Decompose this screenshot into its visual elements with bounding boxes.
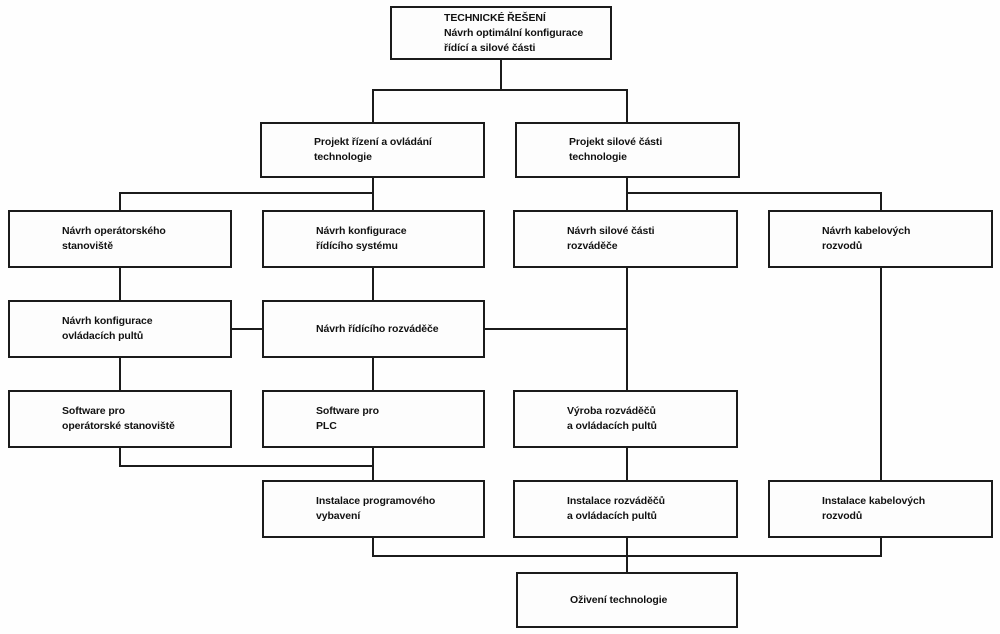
node-text-line: Oživení technologie: [570, 593, 668, 606]
node-vyroba-rozvadecu-a-ovladacich-pultu: Výroba rozváděčů a ovládacích pultů: [513, 390, 738, 448]
node-text-line: Instalace rozváděčů: [567, 495, 665, 507]
connector-line-v-2: [372, 90, 374, 122]
connector-line-v-3: [626, 90, 628, 122]
node-text-line: Návrh konfigurace: [62, 315, 153, 327]
node-text-line: Návrh operátorského: [62, 225, 166, 237]
node-text-line: Instalace kabelových: [822, 495, 926, 507]
connector-line-v-21: [626, 448, 628, 480]
node-navrh-kabelovych-rozvodu: Návrh kabelových rozvodů: [768, 210, 993, 268]
node-projekt-rizeni-a-ovladani: Projekt řízení a ovládání technologie: [260, 122, 485, 178]
node-navrh-operatorskeho-stanoviste: Návrh operátorského stanoviště: [8, 210, 232, 268]
connector-line-v-4: [372, 178, 374, 210]
connector-line-h-1: [372, 89, 628, 91]
node-text-line: řídící a silové části: [444, 41, 536, 54]
node-text-line: Projekt silové části: [569, 136, 663, 148]
node-instalace-programoveho-vybaveni: Instalace programového vybavení: [262, 480, 485, 538]
node-navrh-ridiciho-rozvadece: Návrh řídícího rozváděče: [262, 300, 485, 358]
node-text-line: Výroba rozváděčů: [567, 405, 656, 417]
connector-line-v-10: [119, 268, 121, 300]
node-text-line: rozvodů: [822, 510, 863, 522]
node-text-line: Návrh optimální konfigurace: [444, 26, 584, 39]
node-text-line: Projekt řízení a ovládání: [314, 136, 432, 148]
node-text-line: vybavení: [316, 510, 361, 522]
node-navrh-konfigurace-ovladacich-pultu: Návrh konfigurace ovládacích pultů: [8, 300, 232, 358]
node-text-line: Software pro: [62, 405, 125, 417]
connector-line-v-18: [119, 448, 121, 466]
connector-line-v-16: [119, 358, 121, 390]
connector-line-v-20: [372, 448, 374, 480]
connector-line-v-25: [880, 538, 882, 556]
node-instalace-rozvadecu-a-ovladacich-pultu: Instalace rozváděčů a ovládacích pultů: [513, 480, 738, 538]
node-text-line: a ovládacích pultů: [567, 420, 657, 432]
node-text-line: technologie: [569, 151, 627, 163]
node-text-line: Software pro: [316, 405, 379, 417]
node-text-line: stanoviště: [62, 240, 113, 252]
connector-line-h-19: [119, 465, 374, 467]
node-software-pro-operatorske-stanoviste: Software pro operátorské stanoviště: [8, 390, 232, 448]
connector-line-h-8: [626, 192, 882, 194]
connector-line-v-0: [500, 60, 502, 90]
node-text-line: Návrh silové části: [567, 225, 655, 237]
node-text-line: Návrh konfigurace: [316, 225, 407, 237]
node-navrh-silove-casti-rozvadece: Návrh silové části rozváděče: [513, 210, 738, 268]
connector-line-h-5: [119, 192, 374, 194]
connector-line-v-24: [626, 538, 628, 572]
node-text-line: Návrh kabelových: [822, 225, 911, 237]
connector-line-h-14: [231, 328, 263, 330]
node-text-line: rozváděče: [567, 240, 618, 252]
node-text-line: řídícího systému: [316, 240, 398, 252]
connector-line-v-7: [626, 178, 628, 210]
node-text-line: operátorské stanoviště: [62, 420, 175, 432]
connector-line-v-6: [119, 193, 121, 210]
node-instalace-kabelovych-rozvodu: Instalace kabelových rozvodů: [768, 480, 993, 538]
connector-line-v-13: [880, 268, 882, 480]
connector-line-v-9: [880, 193, 882, 210]
node-text-line: ovládacích pultů: [62, 330, 144, 342]
node-navrh-konfigurace-ridiciho-systemu: Návrh konfigurace řídícího systému: [262, 210, 485, 268]
node-text-line: PLC: [316, 420, 337, 432]
connector-line-h-15: [484, 328, 628, 330]
node-oziveni-technologie: Oživení technologie: [516, 572, 738, 628]
node-technicke-reseni: TECHNICKÉ ŘEŠENÍ Návrh optimální konfigur…: [390, 6, 612, 60]
node-text-line: TECHNICKÉ ŘEŠENÍ: [444, 11, 546, 24]
node-text-line: Instalace programového: [316, 495, 436, 507]
node-text-line: rozvodů: [822, 240, 863, 252]
connector-line-v-17: [372, 358, 374, 390]
node-text-line: Návrh řídícího rozváděče: [316, 322, 439, 335]
node-text-line: technologie: [314, 151, 372, 163]
node-projekt-silove-casti: Projekt silové části technologie: [515, 122, 740, 178]
connector-line-v-11: [372, 268, 374, 300]
connector-line-v-22: [372, 538, 374, 556]
node-text-line: a ovládacích pultů: [567, 510, 657, 522]
